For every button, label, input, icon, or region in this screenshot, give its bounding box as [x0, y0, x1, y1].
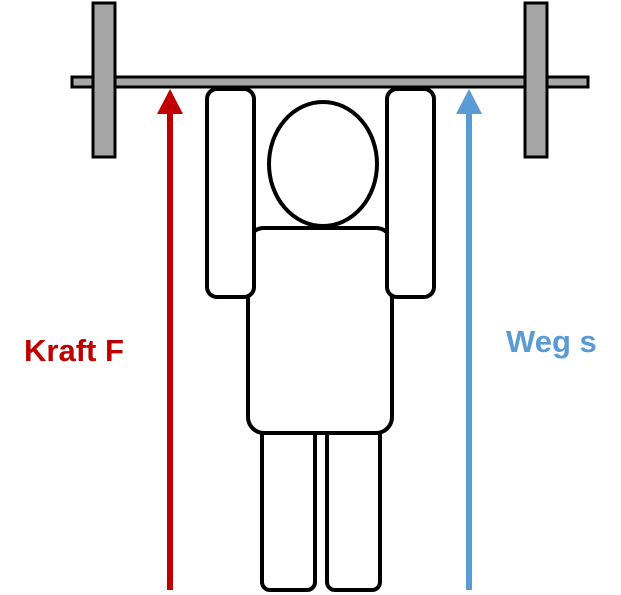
- right-weight-plate: [523, 1, 549, 159]
- barbell: [70, 1, 590, 159]
- right-arm: [385, 87, 436, 299]
- right-leg: [325, 418, 382, 592]
- force-label: Kraft F: [24, 333, 124, 368]
- torso: [246, 226, 394, 435]
- distance-label: Weg s: [506, 324, 597, 359]
- head: [267, 100, 379, 228]
- force-arrow: [157, 89, 183, 590]
- left-leg: [260, 418, 317, 592]
- distance-arrow: [456, 89, 482, 590]
- person-figure: [205, 87, 436, 592]
- barbell-bar: [70, 75, 590, 89]
- left-arm: [205, 87, 256, 299]
- left-weight-plate: [91, 1, 117, 159]
